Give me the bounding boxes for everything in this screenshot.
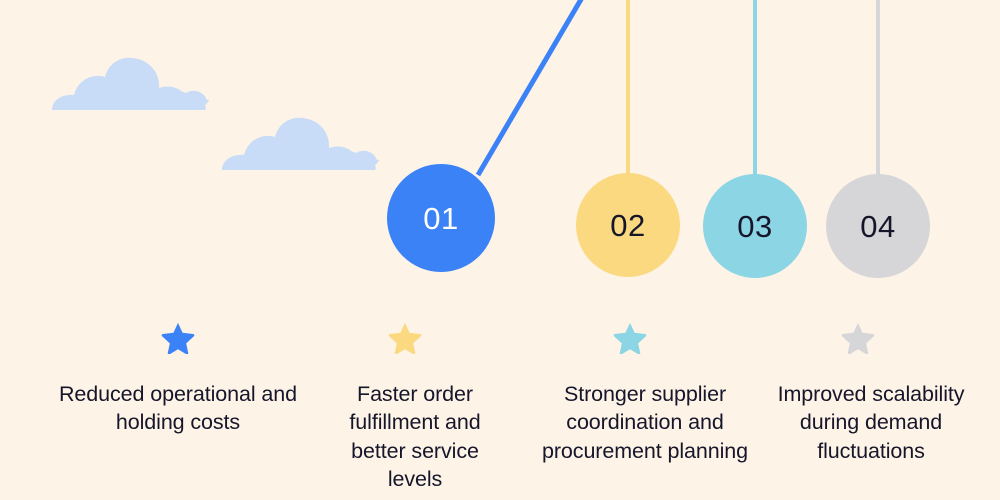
step-circle-03[interactable]: 03 — [703, 174, 807, 278]
benefit-block-02: Faster order fulfillment and better serv… — [322, 322, 508, 494]
star-icon — [613, 322, 647, 354]
benefit-text: Reduced operational and holding costs — [59, 382, 297, 435]
star-icon — [841, 322, 875, 354]
step-number-label: 01 — [423, 200, 459, 236]
step-circle-01[interactable]: 01 — [387, 164, 495, 272]
star-icon — [388, 322, 422, 354]
connector-line-01 — [475, 0, 584, 177]
step-circle-04[interactable]: 04 — [826, 174, 930, 278]
step-circle-02[interactable]: 02 — [576, 173, 680, 277]
benefit-text: Improved scalability during demand fluct… — [777, 382, 965, 463]
benefit-block-04: Improved scalability during demand fluct… — [768, 322, 974, 465]
benefit-block-01: Reduced operational and holding costs — [30, 322, 326, 437]
benefit-text: Faster order fulfillment and better serv… — [349, 382, 481, 492]
step-number-label: 04 — [860, 208, 896, 244]
benefit-text: Stronger supplier coordination and procu… — [542, 382, 748, 463]
step-number-label: 03 — [737, 208, 773, 244]
benefit-block-03: Stronger supplier coordination and procu… — [535, 322, 755, 465]
star-icon — [161, 322, 195, 354]
step-number-label: 02 — [610, 207, 646, 243]
